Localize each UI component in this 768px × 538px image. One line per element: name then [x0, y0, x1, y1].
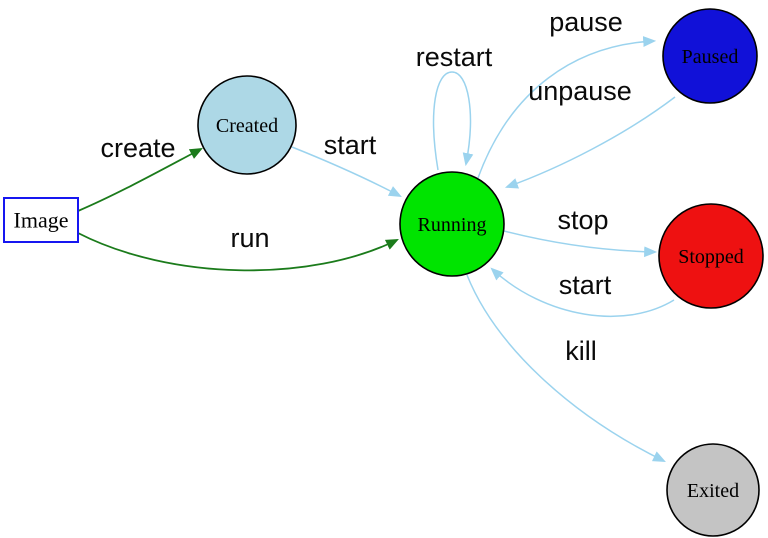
edge-running-stopped — [503, 230, 658, 258]
node-paused — [662, 8, 758, 104]
edge-label-start: start — [324, 130, 377, 160]
edge-label-kill: kill — [565, 336, 597, 366]
node-label-paused: Paused — [682, 46, 739, 68]
edge-image-created — [77, 147, 203, 212]
edge-label-restart: restart — [416, 42, 493, 72]
edge-label-start: start — [559, 270, 612, 300]
edge-running-running — [432, 71, 474, 171]
node-label-exited: Exited — [687, 480, 739, 502]
edge-label-stop: stop — [557, 205, 608, 235]
edge-running-paused — [477, 36, 657, 179]
node-created — [197, 75, 297, 175]
edge-label-pause: pause — [549, 7, 623, 37]
node-exited — [666, 443, 760, 537]
edge-paused-running — [504, 96, 676, 189]
node-label-running: Running — [418, 214, 487, 236]
edge-stopped-running — [490, 267, 675, 317]
edge-label-unpause: unpause — [528, 76, 632, 106]
node-label-created: Created — [216, 115, 278, 137]
edge-label-run: run — [230, 223, 269, 253]
node-image — [3, 197, 79, 243]
edge-running-exited — [466, 274, 666, 462]
node-label-stopped: Stopped — [678, 246, 744, 268]
edge-label-create: create — [100, 133, 175, 163]
edge-created-running — [291, 146, 402, 198]
node-label-image: Image — [14, 208, 69, 233]
node-stopped — [658, 203, 764, 309]
edge-image-running — [77, 232, 399, 272]
node-running — [399, 171, 505, 277]
